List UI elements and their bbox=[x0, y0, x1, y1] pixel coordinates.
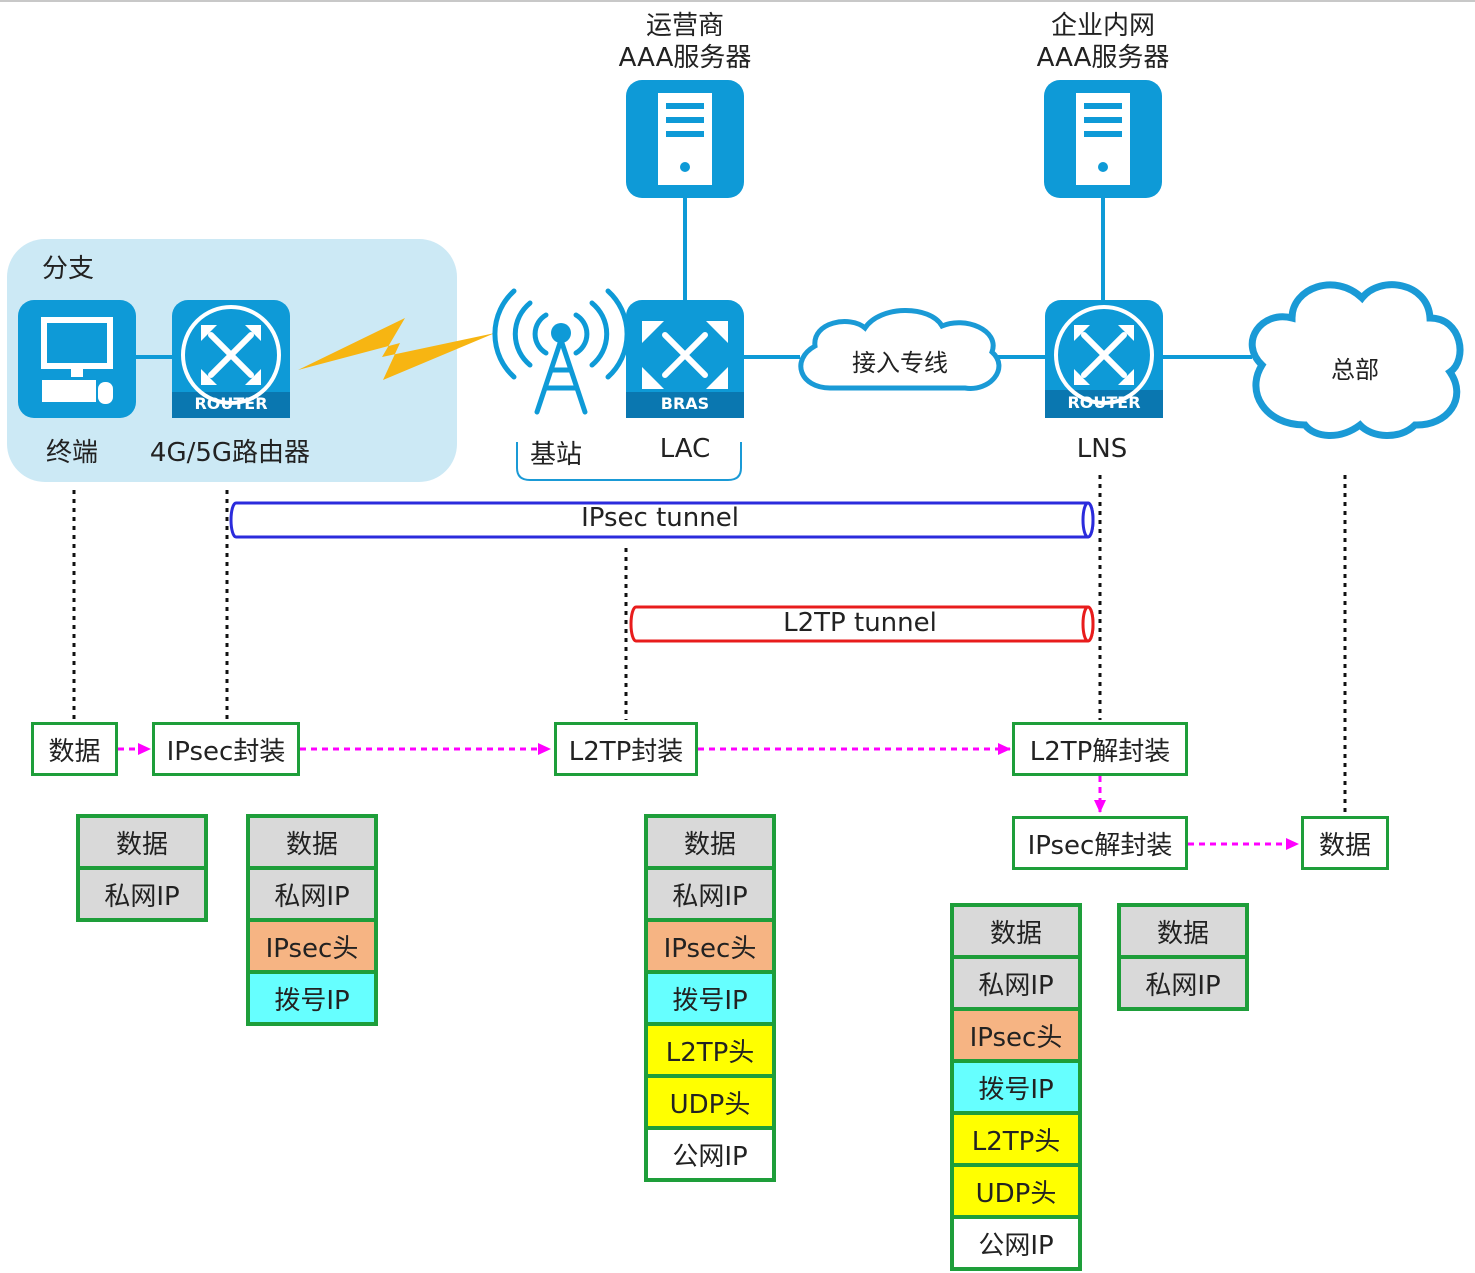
layer-udp-header: UDP头 bbox=[952, 1165, 1080, 1217]
packet-stack-2: 数据 私网IP IPsec头 拨号IP bbox=[246, 814, 378, 1026]
dotted-guides bbox=[72, 475, 1347, 814]
wireless-link-lightning bbox=[298, 318, 495, 380]
router-4g5g-label: 4G/5G路由器 bbox=[149, 438, 311, 468]
bras-badge: BRAS bbox=[660, 394, 710, 413]
layer-public-ip: 公网IP bbox=[952, 1217, 1080, 1269]
hq-label: 总部 bbox=[1331, 356, 1379, 384]
lns-label: LNS bbox=[1076, 434, 1128, 464]
ipsec-tunnel-label: IPsec tunnel bbox=[581, 503, 739, 533]
lac-bras-icon bbox=[626, 300, 744, 418]
step-ipsec-decap: IPsec解封装 bbox=[1012, 816, 1188, 870]
lns-router-icon bbox=[1045, 300, 1163, 418]
layer-ipsec-header: IPsec头 bbox=[646, 920, 774, 972]
carrier-aaa-label: 运营商 AAA服务器 bbox=[618, 11, 752, 73]
packet-stack-4: 数据 私网IP IPsec头 拨号IP L2TP头 UDP头 公网IP bbox=[950, 903, 1082, 1271]
l2tp-tunnel-pipe bbox=[629, 605, 1095, 643]
layer-private-ip: 私网IP bbox=[1119, 957, 1247, 1009]
step-l2tp-encap: L2TP封装 bbox=[554, 722, 698, 776]
lns-router-badge: ROUTER bbox=[1067, 393, 1141, 412]
base-station-icon bbox=[492, 288, 630, 415]
layer-data: 数据 bbox=[646, 816, 774, 868]
l2tp-tunnel-label: L2TP tunnel bbox=[783, 608, 937, 638]
packet-stack-3: 数据 私网IP IPsec头 拨号IP L2TP头 UDP头 公网IP bbox=[644, 814, 776, 1182]
step-ipsec-encap: IPsec封装 bbox=[152, 722, 300, 776]
layer-dial-ip: 拨号IP bbox=[646, 972, 774, 1024]
layer-ipsec-header: IPsec头 bbox=[952, 1009, 1080, 1061]
layer-public-ip: 公网IP bbox=[646, 1128, 774, 1180]
router-badge: ROUTER bbox=[194, 394, 268, 413]
layer-udp-header: UDP头 bbox=[646, 1076, 774, 1128]
enterprise-aaa-server-icon bbox=[1044, 80, 1162, 198]
lac-label: LAC bbox=[659, 434, 711, 464]
layer-l2tp-header: L2TP头 bbox=[952, 1113, 1080, 1165]
step-data-start: 数据 bbox=[31, 722, 118, 776]
dedicated-line-label: 接入专线 bbox=[852, 349, 948, 377]
layer-private-ip: 私网IP bbox=[248, 868, 376, 920]
layer-l2tp-header: L2TP头 bbox=[646, 1024, 774, 1076]
base-station-label: 基站 bbox=[529, 440, 582, 470]
layer-dial-ip: 拨号IP bbox=[248, 972, 376, 1024]
station-lac-bracket bbox=[516, 442, 742, 481]
layer-data: 数据 bbox=[78, 816, 206, 868]
terminal-pc-icon bbox=[18, 300, 136, 418]
step-data-end: 数据 bbox=[1301, 816, 1389, 870]
layer-data: 数据 bbox=[1119, 905, 1247, 957]
router-4g5g-icon bbox=[172, 300, 290, 418]
carrier-aaa-server-icon bbox=[626, 80, 744, 198]
hq-cloud bbox=[1248, 281, 1464, 439]
flow-arrows bbox=[118, 743, 1299, 850]
layer-data: 数据 bbox=[952, 905, 1080, 957]
packet-stack-1: 数据 私网IP bbox=[76, 814, 208, 922]
layer-ipsec-header: IPsec头 bbox=[248, 920, 376, 972]
enterprise-aaa-label: 企业内网 AAA服务器 bbox=[1036, 11, 1170, 73]
dedicated-line-cloud bbox=[798, 308, 1002, 391]
layer-private-ip: 私网IP bbox=[646, 868, 774, 920]
layer-dial-ip: 拨号IP bbox=[952, 1061, 1080, 1113]
packet-stack-5: 数据 私网IP bbox=[1117, 903, 1249, 1011]
layer-private-ip: 私网IP bbox=[78, 868, 206, 920]
layer-data: 数据 bbox=[248, 816, 376, 868]
ipsec-tunnel-pipe bbox=[229, 501, 1095, 539]
branch-label: 分支 bbox=[42, 254, 95, 284]
layer-private-ip: 私网IP bbox=[952, 957, 1080, 1009]
step-l2tp-decap: L2TP解封装 bbox=[1012, 722, 1188, 776]
terminal-label: 终端 bbox=[45, 438, 98, 468]
top-border bbox=[0, 0, 1475, 2]
